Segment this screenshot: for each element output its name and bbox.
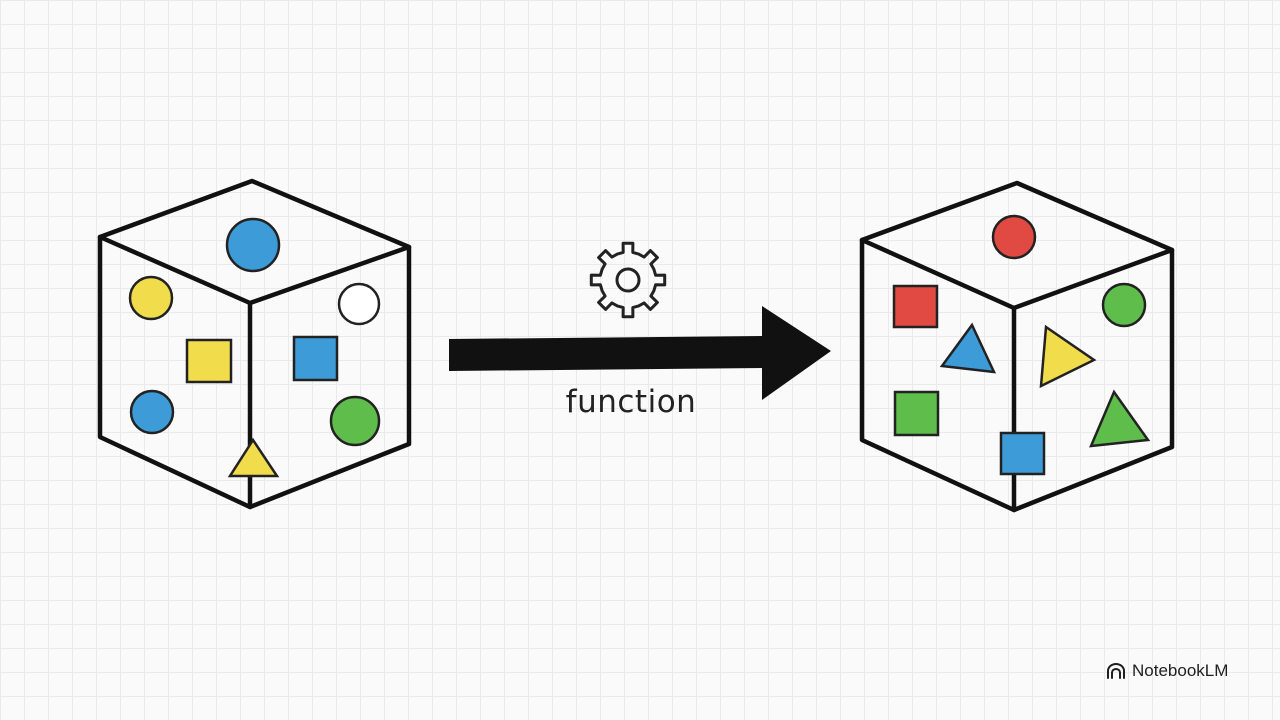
- brand-name: NotebookLM: [1132, 661, 1229, 680]
- input-left-yellow-square: [185, 338, 233, 384]
- input-left-yellow-circle: [128, 275, 174, 321]
- notebooklm-logo-icon: [1107, 663, 1125, 679]
- input-left-blue-circle: [129, 389, 175, 435]
- brand-watermark: NotebookLM: [1106, 659, 1228, 683]
- input-top-blue-circle: [225, 217, 281, 273]
- input-yellow-triangle: [227, 437, 280, 478]
- output-right-green-triangle: [1089, 389, 1151, 448]
- output-cube-shapes: [892, 214, 1151, 476]
- input-cube-outline: [97, 178, 412, 510]
- function-label: function: [565, 384, 697, 420]
- input-right-blue-square: [292, 335, 339, 382]
- output-top-red-circle: [991, 214, 1037, 260]
- output-right-green-circle: [1101, 282, 1147, 328]
- function-arrow: [449, 306, 831, 400]
- output-left-red-square: [892, 284, 939, 329]
- output-right-yellow-triangle: [1039, 324, 1097, 389]
- output-left-blue-triangle: [939, 322, 997, 374]
- arrow-shaft: [449, 336, 764, 371]
- output-left-green-square: [893, 390, 940, 437]
- output-cube: [859, 180, 1175, 513]
- input-cube-shapes: [128, 217, 381, 478]
- input-right-empty-circle: [337, 282, 381, 326]
- gear-icon: [589, 241, 667, 319]
- input-right-green-circle: [329, 395, 381, 447]
- arrow-head: [762, 306, 831, 400]
- output-front-blue-square: [999, 431, 1046, 476]
- output-cube-outline: [859, 180, 1175, 513]
